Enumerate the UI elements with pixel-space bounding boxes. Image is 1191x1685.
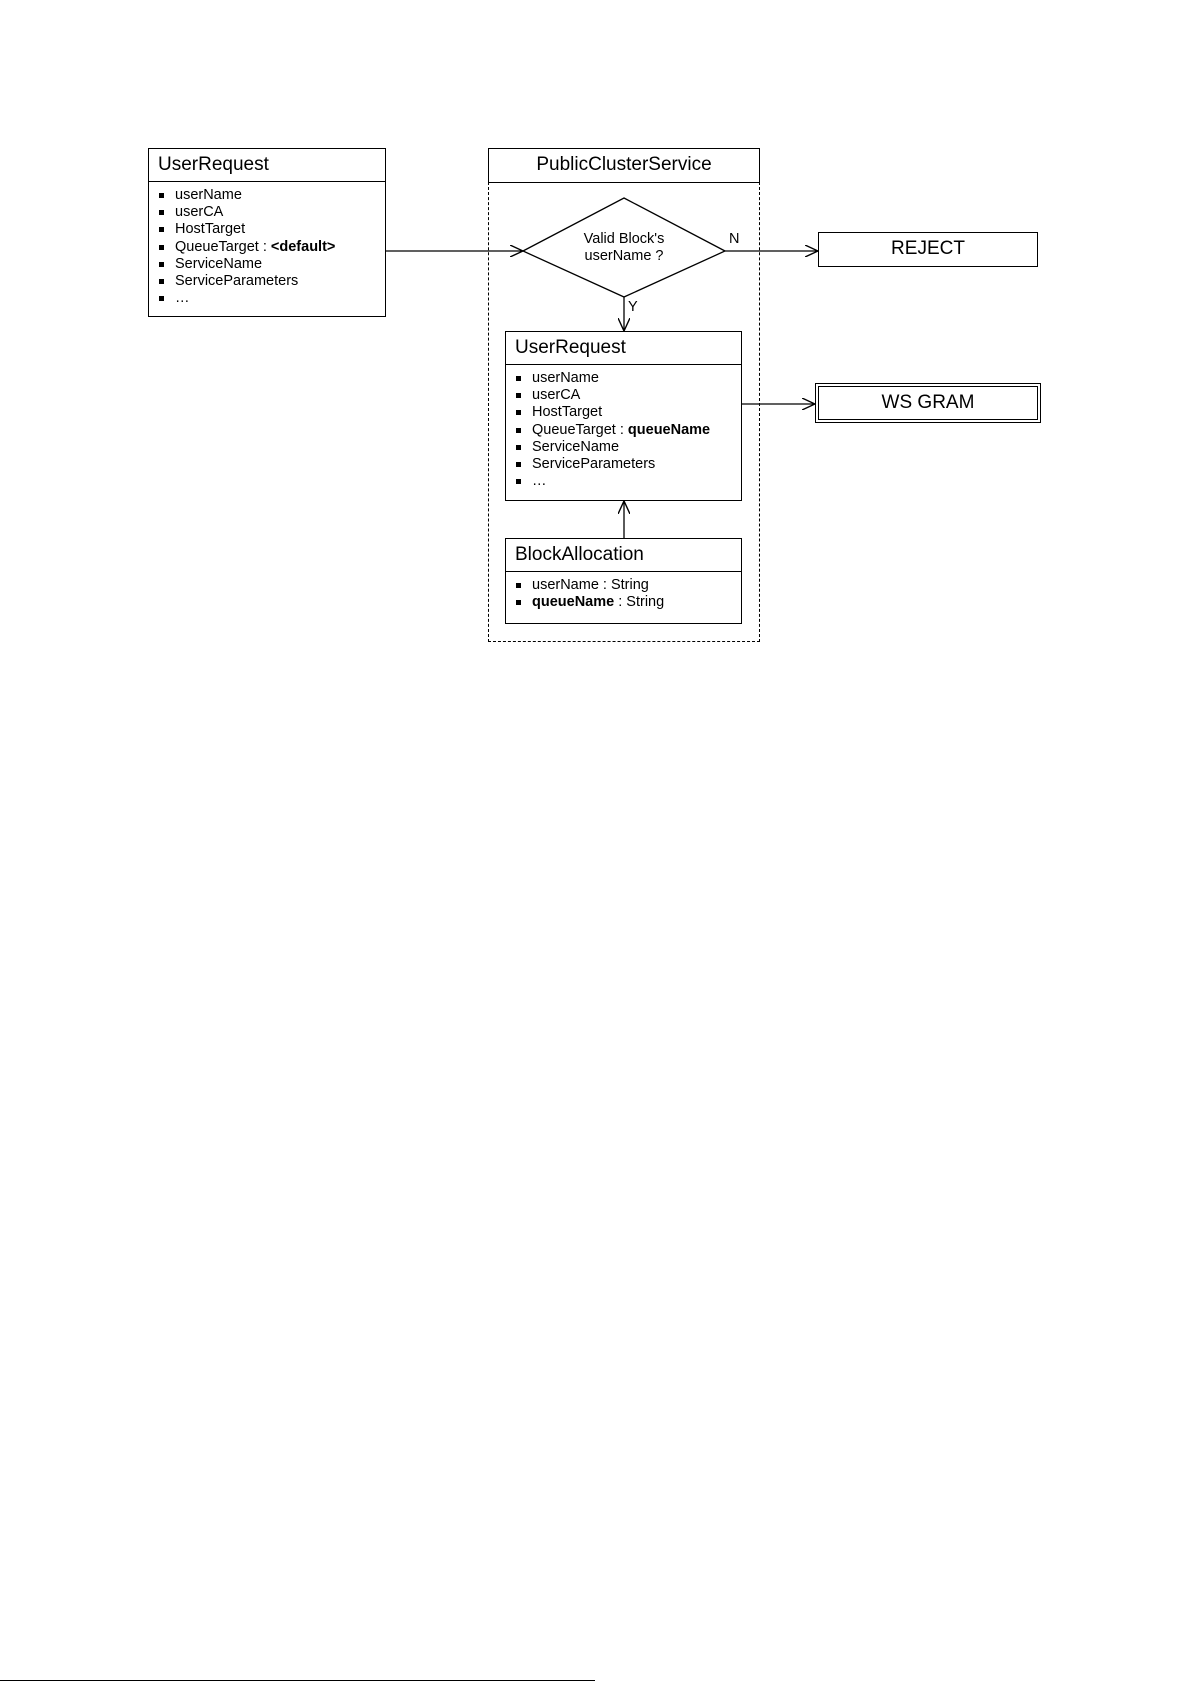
attribute-item: … [515,473,741,490]
attribute-item: QueueTarget : queueName [515,422,741,439]
reject-label: REJECT [891,238,965,259]
attribute-item: ServiceName [515,439,741,456]
attribute-item: ServiceParameters [158,273,385,290]
decision-question: Valid Block's userName ? [564,231,684,265]
attribute-item: userCA [158,204,385,221]
attribute-item: userName : String [515,577,741,594]
attribute-item: queueName : String [515,594,741,611]
left-user-request-attributes: userName userCA HostTarget QueueTarget :… [149,182,385,307]
attribute-item: … [158,290,385,307]
decision-line-2: userName ? [584,248,664,264]
left-user-request-title: UserRequest [149,149,385,182]
decision-line-1: Valid Block's [583,231,665,247]
attribute-item: ServiceName [158,256,385,273]
ws-gram-box: WS GRAM [815,383,1041,423]
attribute-item: HostTarget [158,221,385,238]
service-title: PublicClusterService [536,154,712,175]
block-allocation-box: BlockAllocation userName : String queueN… [505,538,742,624]
attribute-item: HostTarget [515,404,741,421]
left-user-request-box: UserRequest userName userCA HostTarget Q… [148,148,386,317]
inner-user-request-box: UserRequest userName userCA HostTarget Q… [505,331,742,501]
block-allocation-title: BlockAllocation [506,539,741,572]
attribute-item: ServiceParameters [515,456,741,473]
decision-yes-label: Y [628,299,638,315]
attribute-item: userName [158,187,385,204]
reject-box: REJECT [818,232,1038,267]
footnote-rule [0,1680,595,1681]
service-container [488,182,760,642]
ws-gram-label: WS GRAM [881,392,975,413]
attribute-item: userCA [515,387,741,404]
attribute-item: QueueTarget : <default> [158,239,385,256]
service-title-box: PublicClusterService [488,148,760,183]
inner-user-request-attributes: userName userCA HostTarget QueueTarget :… [506,365,741,490]
inner-user-request-title: UserRequest [506,332,741,365]
decision-no-label: N [729,231,740,247]
attribute-item: userName [515,370,741,387]
block-allocation-attributes: userName : String queueName : String [506,572,741,611]
